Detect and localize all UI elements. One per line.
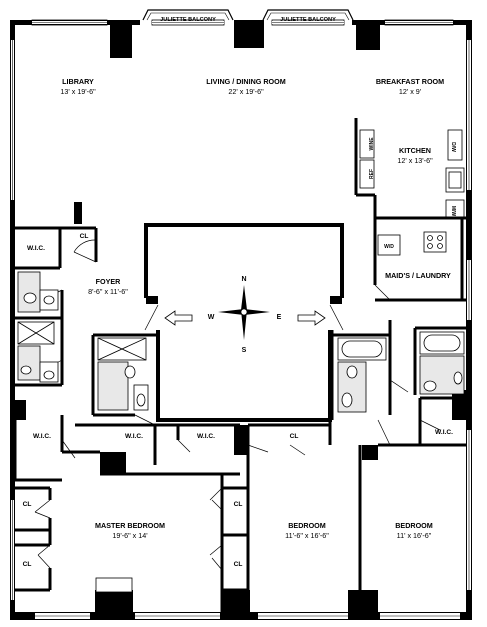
closet-labels: W.I.C. CL W.I.C. W.I.C. W.I.C. CL W.I.C.…: [23, 233, 454, 568]
cl-master-br-label: CL: [234, 561, 243, 568]
washer-dryer-label: W/D: [384, 244, 394, 250]
wic-right-label: W.I.C.: [435, 429, 453, 436]
wic-foyer-label: W.I.C.: [27, 245, 45, 252]
cl-master-bl-label: CL: [23, 561, 32, 568]
central-shaft: [144, 223, 344, 422]
cl-master-tl-label: CL: [23, 501, 32, 508]
compass-icon: N S E W: [208, 276, 282, 354]
compass-w: W: [208, 314, 215, 321]
bedroom3-dim: 11' x 16'-6": [397, 531, 432, 540]
master-name: MASTER BEDROOM: [95, 521, 165, 530]
cl-bedroom2-label: CL: [290, 433, 299, 440]
compass-n: N: [241, 276, 246, 283]
bedroom2-name: BEDROOM: [288, 521, 326, 530]
cl-master-tr-label: CL: [234, 501, 243, 508]
columns: [10, 20, 470, 620]
interior-walls: [13, 118, 466, 612]
master-dim: 19'-6" x 14': [112, 531, 148, 540]
foyer-dim: 8'-6" x 11'-6": [88, 287, 128, 296]
master-bench: [95, 577, 133, 593]
foyer-name: FOYER: [96, 277, 122, 286]
kitchen-appliance-labels: WINE REF D/W W/D M/W: [369, 137, 456, 250]
library-name: LIBRARY: [62, 77, 94, 86]
cl-foyer-label: CL: [80, 233, 89, 240]
kitchen-appliances: [359, 129, 465, 256]
kitchen-name: KITCHEN: [399, 146, 431, 155]
arrow-right-icon: [297, 310, 326, 326]
wic-left-label: W.I.C.: [33, 433, 51, 440]
dishwasher-label: D/W: [450, 142, 456, 152]
window-lines-sides: [12, 40, 470, 600]
compass-s: S: [242, 347, 247, 354]
microwave-label: M/W: [450, 206, 456, 217]
window-blanks-sides: [11, 40, 471, 600]
bath-fixtures: [17, 271, 465, 413]
bedroom3-name: BEDROOM: [395, 521, 433, 530]
maids-name: MAID'S / LAUNDRY: [385, 271, 451, 280]
breakfast-dim: 12' x 9': [399, 87, 422, 96]
outer-walls: [10, 20, 472, 620]
refrigerator-label: REF: [369, 169, 375, 179]
wine-fridge-label: WINE: [369, 137, 375, 151]
library-dim: 13' x 19'-6": [60, 87, 96, 96]
door-swings: [34, 239, 441, 571]
living-dim: 22' x 19'-6": [228, 87, 264, 96]
kitchen-dim: 12' x 13'-6": [397, 156, 433, 165]
breakfast-name: BREAKFAST ROOM: [376, 77, 444, 86]
bedroom2-dim: 11'-6" x 16'-6": [285, 531, 329, 540]
compass-e: E: [277, 314, 282, 321]
wic-master-a-label: W.I.C.: [125, 433, 143, 440]
living-name: LIVING / DINING ROOM: [206, 77, 285, 86]
arrow-left-icon: [164, 310, 193, 326]
room-labels: LIBRARY 13' x 19'-6" LIVING / DINING ROO…: [60, 77, 451, 540]
wic-master-b-label: W.I.C.: [197, 433, 215, 440]
